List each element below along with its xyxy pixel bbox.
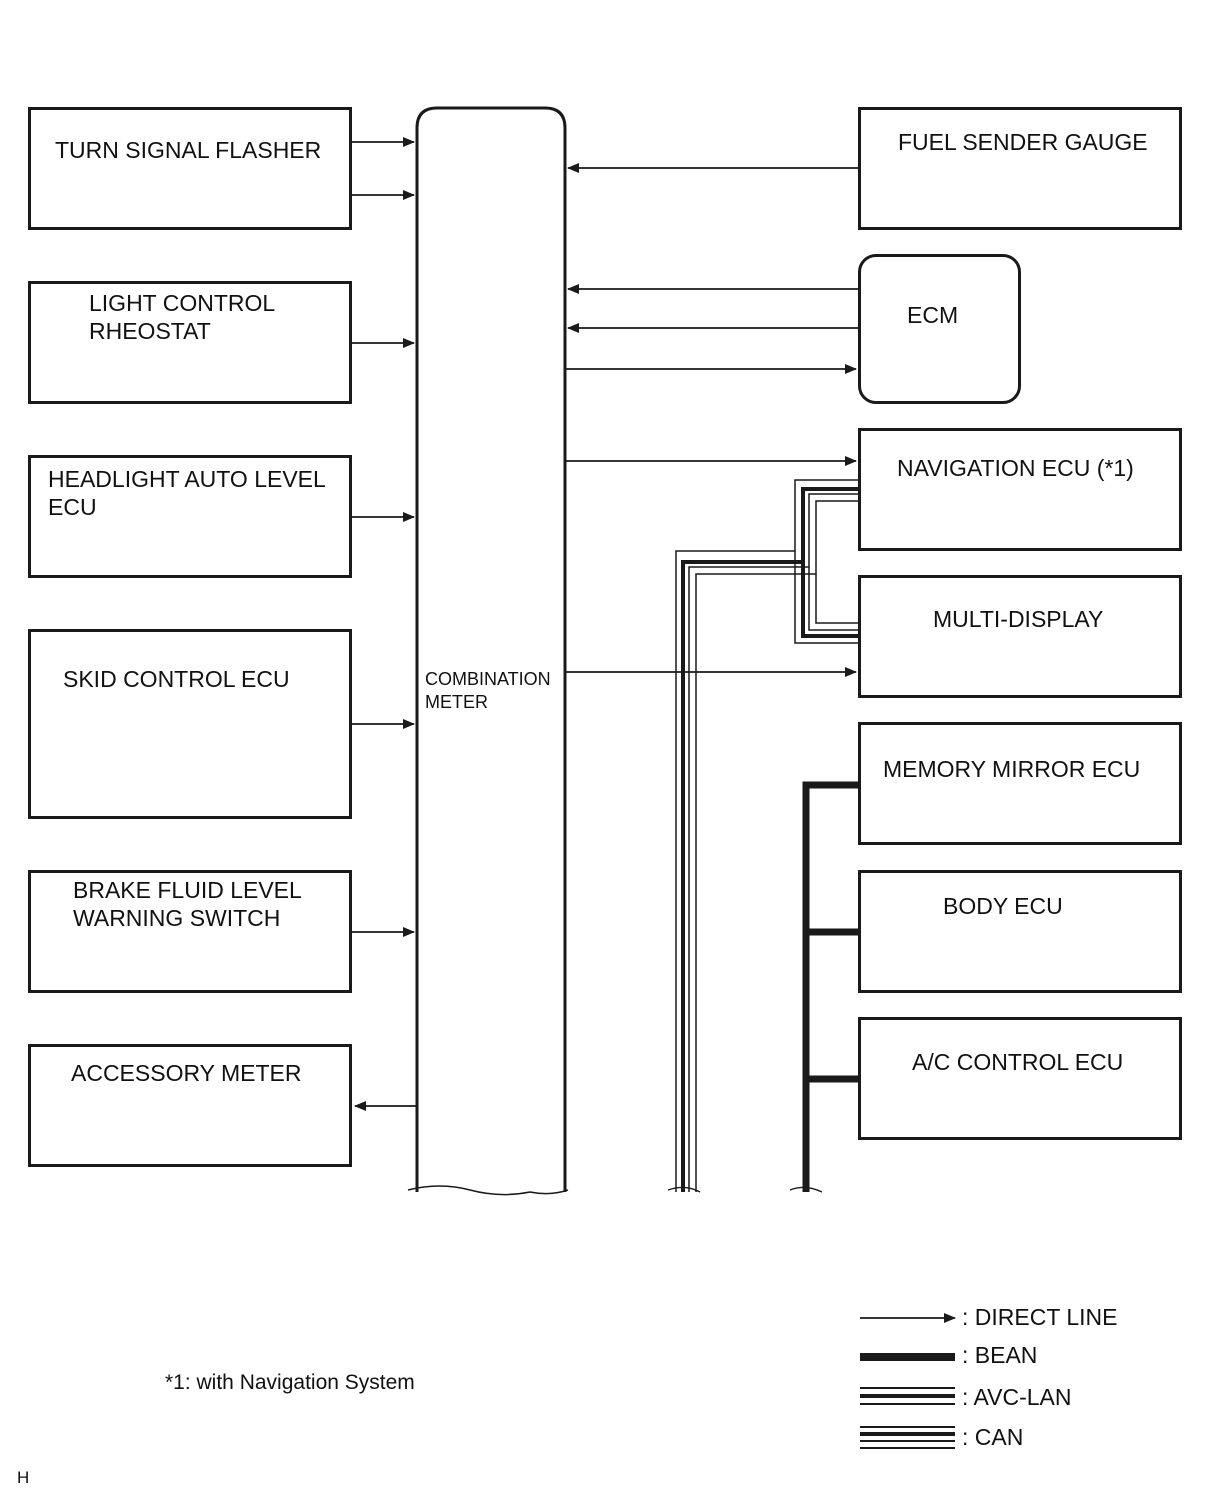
accessory-meter-box: ACCESSORY METER <box>28 1044 352 1167</box>
fuel-sender-gauge-box: FUEL SENDER GAUGE <box>858 107 1182 230</box>
light-control-rheostat-box: LIGHT CONTROL RHEOSTAT <box>28 281 352 404</box>
navigation-ecu-label: NAVIGATION ECU (*1) <box>897 455 1134 481</box>
ac-control-ecu-box: A/C CONTROL ECU <box>858 1017 1182 1140</box>
brake-fluid-level-warning-switch-label: BRAKE FLUID LEVEL <box>73 877 302 903</box>
footnote: *1: with Navigation System <box>165 1371 415 1394</box>
turn-signal-flasher-box: TURN SIGNAL FLASHER <box>28 107 352 230</box>
body-ecu-label: BODY ECU <box>943 893 1063 919</box>
legend-can-sample <box>860 1426 955 1449</box>
direct-lines <box>351 137 858 1111</box>
headlight-auto-level-ecu-label: HEADLIGHT AUTO LEVEL <box>48 466 326 492</box>
headlight-auto-level-ecu-box: HEADLIGHT AUTO LEVEL ECU <box>28 455 352 578</box>
headlight-auto-level-ecu-label-line2: ECU <box>48 494 97 520</box>
memory-mirror-ecu-box: MEMORY MIRROR ECU <box>858 722 1182 845</box>
brake-fluid-level-warning-switch-label-line2: WARNING SWITCH <box>73 905 281 931</box>
brake-fluid-level-warning-switch-box: BRAKE FLUID LEVEL WARNING SWITCH <box>28 870 352 993</box>
skid-control-ecu-label: SKID CONTROL ECU <box>63 666 290 692</box>
can-avc-bus <box>667 479 858 1193</box>
combination-meter-label: COMBINATION METER <box>425 668 551 714</box>
combination-meter-label-line2: METER <box>425 692 488 712</box>
legend-samples <box>860 1313 956 1449</box>
combination-meter-break <box>407 1185 569 1196</box>
legend-avc-lan-label: : AVC-LAN <box>962 1384 1072 1410</box>
memory-mirror-ecu-label: MEMORY MIRROR ECU <box>883 756 1141 782</box>
bean-bus-break <box>789 1186 823 1193</box>
legend-can-label: : CAN <box>962 1424 1024 1450</box>
legend-avc-lan-sample <box>860 1387 955 1405</box>
legend-direct-line-label: : DIRECT LINE <box>962 1304 1118 1330</box>
multi-display-box: MULTI-DISPLAY <box>858 575 1182 698</box>
ac-control-ecu-label: A/C CONTROL ECU <box>912 1049 1124 1075</box>
accessory-meter-label: ACCESSORY METER <box>71 1060 302 1086</box>
turn-signal-flasher-label: TURN SIGNAL FLASHER <box>55 137 322 163</box>
combination-meter-body <box>415 106 567 1192</box>
body-ecu-box: BODY ECU <box>858 870 1182 993</box>
legend-bean-label: : BEAN <box>962 1342 1038 1368</box>
ecm-label: ECM <box>907 302 959 328</box>
combination-meter-label-line1: COMBINATION <box>425 669 551 689</box>
light-control-rheostat-label: LIGHT CONTROL <box>89 290 276 316</box>
skid-control-ecu-box: SKID CONTROL ECU <box>28 629 352 819</box>
multi-display-label: MULTI-DISPLAY <box>933 606 1104 632</box>
ecm-box: ECM <box>858 254 1021 404</box>
bean-bus <box>802 781 858 1192</box>
corner-mark: H <box>17 1468 30 1487</box>
navigation-ecu-box: NAVIGATION ECU (*1) <box>858 428 1182 551</box>
light-control-rheostat-label-line2: RHEOSTAT <box>89 318 211 344</box>
fuel-sender-gauge-label: FUEL SENDER GAUGE <box>898 129 1148 155</box>
